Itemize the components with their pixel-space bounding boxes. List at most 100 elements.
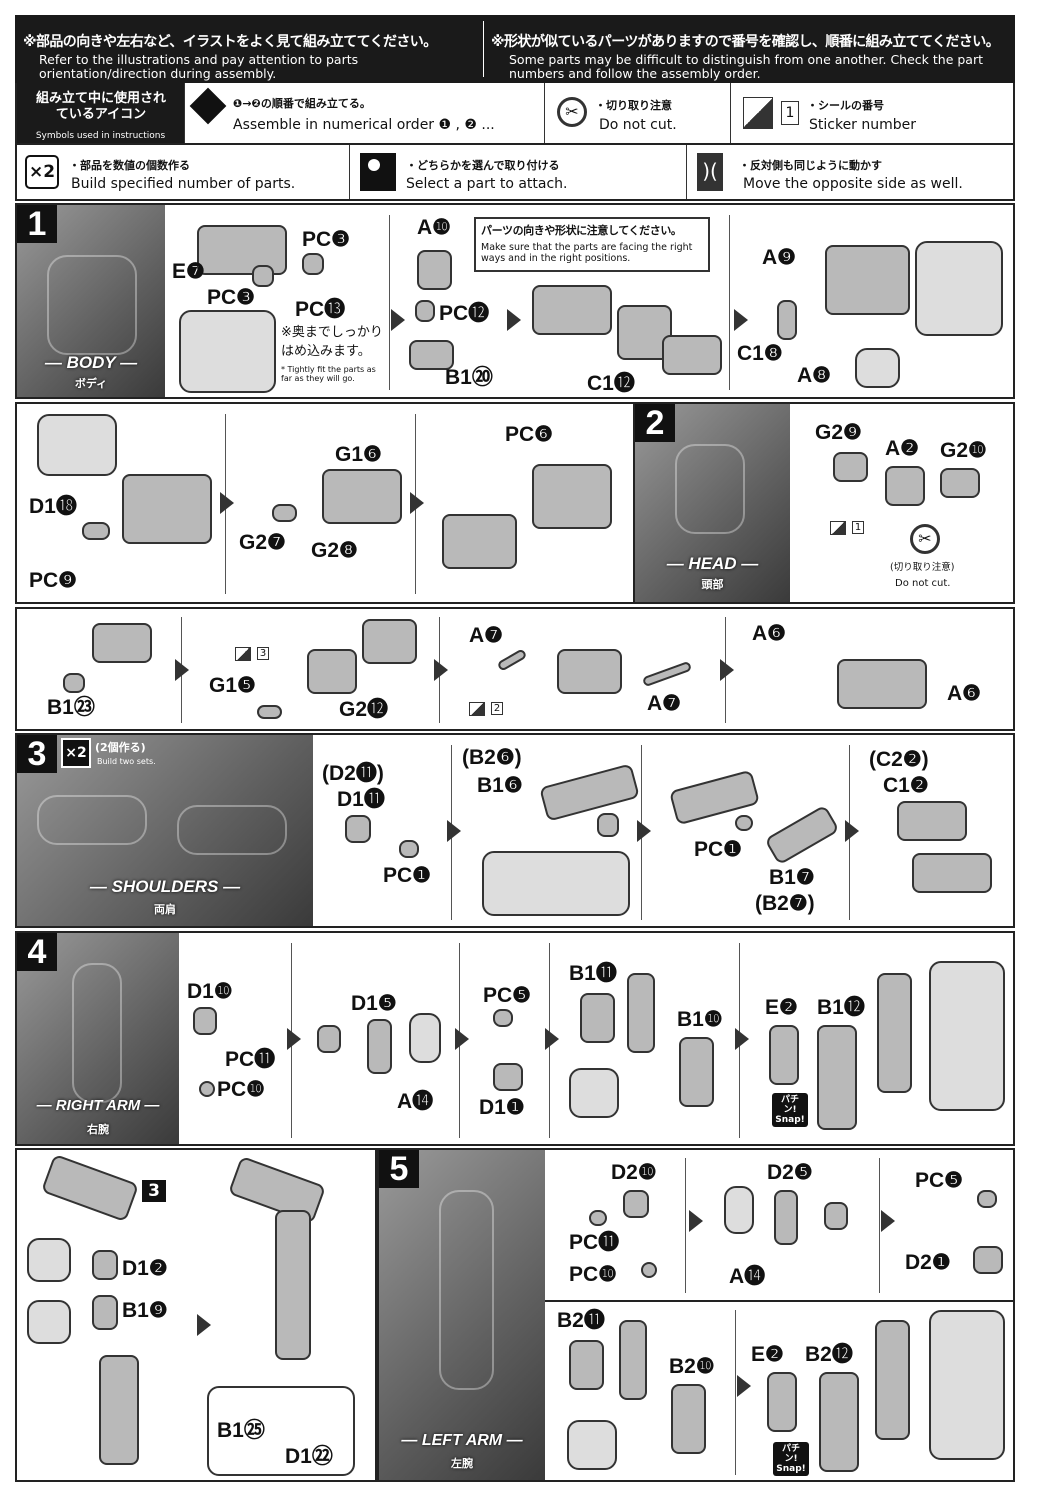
next-arrow <box>220 492 234 514</box>
part-illustration <box>977 1190 997 1208</box>
next-arrow <box>637 820 651 842</box>
part-illustration <box>99 1355 139 1465</box>
part-illustration <box>442 514 517 569</box>
caution-left-en: Refer to the illustrations and pay atten… <box>39 52 359 81</box>
move-opposite-icon: )( <box>697 153 723 191</box>
next-arrow <box>735 1028 749 1050</box>
part-illustration <box>82 522 110 540</box>
next-arrow <box>434 659 448 681</box>
divider <box>483 21 484 77</box>
sticker-icon <box>743 97 773 129</box>
legend-build: ×2 ・部品を数値の個数作る Build specified number of… <box>17 145 350 199</box>
detail-inset <box>409 1013 441 1063</box>
step-reference-badge: 3 <box>142 1180 166 1202</box>
part-label: D1⓲ <box>29 495 77 518</box>
part-label: B1㉕ <box>217 1419 265 1442</box>
part-illustration <box>764 804 840 866</box>
part-label: D1⓫ <box>337 788 385 811</box>
part-illustration <box>92 1295 118 1330</box>
body-reference-image: 1 — BODY — ボディ <box>17 205 165 397</box>
part-label: C1⓬ <box>587 372 635 395</box>
part-label: PC❾ <box>29 569 77 592</box>
part-illustration <box>399 840 419 858</box>
part-illustration <box>539 763 640 822</box>
part-illustration <box>877 973 912 1093</box>
part-illustration <box>257 705 282 719</box>
part-label: C1❽ <box>737 342 783 365</box>
part-label: B1㉓ <box>47 696 95 719</box>
order-diamond-icon <box>189 87 227 125</box>
detail-inset <box>724 1186 754 1234</box>
no-cut-icon: ✂ <box>910 524 940 554</box>
part-illustration <box>885 466 925 506</box>
part-illustration <box>345 815 371 843</box>
step-4-right-arm-panel: 4 — RIGHT ARM — 右腕 D1❿ PC⓫ PC❿ D1❺ A⓮ PC… <box>15 931 1015 1146</box>
part-illustration <box>409 340 454 370</box>
part-illustration <box>817 1025 857 1130</box>
sticker-icon <box>469 702 485 716</box>
next-arrow <box>507 309 521 331</box>
part-label: B1⑳ <box>445 366 493 389</box>
next-arrow <box>287 1028 301 1050</box>
part-label: D1❶ <box>479 1096 525 1119</box>
part-illustration <box>940 468 980 498</box>
step-1-continued-panel: D1⓲ PC❾ G1❻ G2❼ G2❽ PC❻ <box>15 402 635 604</box>
part-illustration <box>973 1246 1003 1274</box>
part-illustration <box>735 815 753 831</box>
part-label: A❾ <box>762 246 796 269</box>
part-label: PC⓭ <box>295 298 346 321</box>
right-arm-reference-image: 4 — RIGHT ARM — 右腕 <box>17 933 179 1144</box>
step-1-body-panel: 1 — BODY — ボディ PC❸ E❼ PC❸ PC⓭ ※奥までしっかりはめ… <box>15 203 1015 399</box>
sticker-icon <box>830 521 846 535</box>
part-illustration <box>307 649 357 694</box>
part-illustration <box>197 225 287 275</box>
part-label: G2❼ <box>239 531 286 554</box>
step-2-continued-panel: B1㉓ 3 G1❺ G2⓬ A❼ A❼ 2 A❻ A❻ <box>15 607 1015 731</box>
detail-inset <box>27 1300 71 1344</box>
part-label: G2❿ <box>940 439 987 462</box>
part-illustration <box>92 1250 118 1280</box>
next-arrow <box>689 1210 703 1232</box>
next-arrow <box>845 820 859 842</box>
part-label: B1❻ <box>477 774 523 797</box>
part-label: PC❸ <box>302 228 350 251</box>
part-illustration <box>589 1210 607 1226</box>
part-illustration <box>580 993 615 1043</box>
next-arrow <box>734 309 748 331</box>
detail-inset <box>567 1420 617 1470</box>
next-arrow <box>410 492 424 514</box>
detail-inset <box>37 414 117 476</box>
part-label: PC⓫ <box>569 1231 620 1254</box>
sticker-icon <box>235 647 251 661</box>
part-label: (B2❻) <box>462 746 522 769</box>
part-illustration <box>92 623 152 663</box>
legend-title: 組み立て中に使用されているアイコン Symbols used in instru… <box>17 83 185 143</box>
part-illustration <box>569 1340 604 1390</box>
step-3-shoulders-panel: 3 ×2 (2個作る) Build two sets. — SHOULDERS … <box>15 733 1015 928</box>
detail-inset <box>915 241 1003 336</box>
part-label: E❷ <box>751 1343 784 1366</box>
part-label: A❽ <box>797 364 831 387</box>
part-label: B2⓬ <box>805 1343 853 1366</box>
part-label: B2⓫ <box>557 1309 605 1332</box>
part-illustration <box>619 1320 647 1400</box>
next-arrow <box>197 1314 211 1336</box>
part-label: E❷ <box>765 996 798 1019</box>
part-illustration <box>912 853 992 893</box>
part-label: A❻ <box>947 682 981 705</box>
part-label: G2⓬ <box>339 698 389 721</box>
part-illustration <box>897 801 967 841</box>
step-2-head-panel: 2 — HEAD — 頭部 G2❾ A❷ G2❿ 1 ✂ (切り取り注意) Do… <box>633 402 1015 604</box>
part-label: A❿ <box>417 216 451 239</box>
part-label: PC❿ <box>217 1078 265 1101</box>
legend-sticker: 1 ・シールの番号 Sticker number <box>731 83 1017 143</box>
next-arrow <box>881 1210 895 1232</box>
part-illustration <box>40 1153 140 1223</box>
orientation-note-box: パーツの向きや形状に注意してください。 Make sure that the p… <box>474 217 710 272</box>
part-illustration <box>252 265 274 287</box>
next-arrow <box>391 309 405 331</box>
part-illustration <box>819 1372 859 1472</box>
part-label: PC❶ <box>694 838 742 861</box>
head-reference-image: 2 — HEAD — 頭部 <box>635 404 790 602</box>
part-illustration <box>193 1007 217 1035</box>
